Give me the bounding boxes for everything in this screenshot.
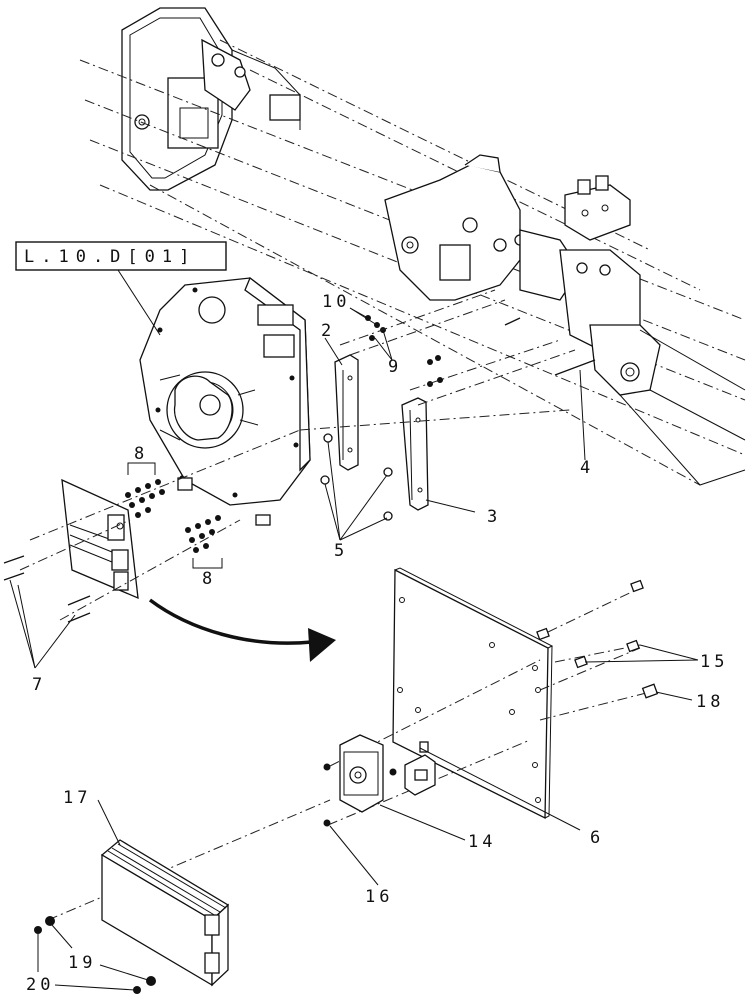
connector-module: [61, 478, 139, 600]
callout-2: 2: [321, 321, 335, 341]
callout-19: 19: [68, 953, 96, 973]
bolts-8-upper: [125, 479, 165, 518]
chassis-frame: [79, 7, 746, 486]
bracket-3: [401, 397, 429, 511]
callout-4: 4: [580, 458, 594, 478]
bolts-8-lower: [185, 515, 221, 553]
callout-5: 5: [334, 541, 348, 561]
screws-7: [3, 555, 91, 623]
reference-label[interactable]: L.10.D[01]: [15, 241, 227, 271]
direction-arrow: [148, 598, 336, 662]
mounting-plate-6: [392, 567, 554, 820]
bracket-2: [334, 354, 359, 471]
callout-10: 10: [322, 292, 350, 312]
callout-3: 3: [487, 507, 501, 527]
callout-9: 9: [388, 357, 402, 377]
callout-18: 18: [696, 692, 724, 712]
callout-6: 6: [590, 828, 604, 848]
callout-7: 7: [32, 675, 46, 695]
reference-box-frame: [15, 241, 227, 271]
callout-14: 14: [468, 832, 496, 852]
callout-8-upper: 8: [134, 444, 148, 464]
relay-14: [323, 734, 436, 827]
hydraulic-pump-cover: [139, 276, 311, 526]
callout-15: 15: [700, 652, 728, 672]
callout-16: 16: [365, 887, 393, 907]
callout-labels: 10 2 9 4 3 5 8 8 7 15 18 14 6 17 16 19 2…: [26, 292, 728, 995]
bolts-15-18: [536, 579, 659, 699]
module-dash-lines: [19, 429, 301, 621]
reference-box-text: L.10.D[01]: [24, 247, 196, 267]
controller-box-17: [100, 839, 230, 987]
callout-20: 20: [26, 975, 54, 995]
hardware-9-10: [299, 289, 576, 431]
callout-17: 17: [63, 788, 91, 808]
callout-8-lower: 8: [202, 569, 216, 589]
leader-lines: [9, 307, 699, 991]
washers-19-20: [34, 916, 156, 994]
